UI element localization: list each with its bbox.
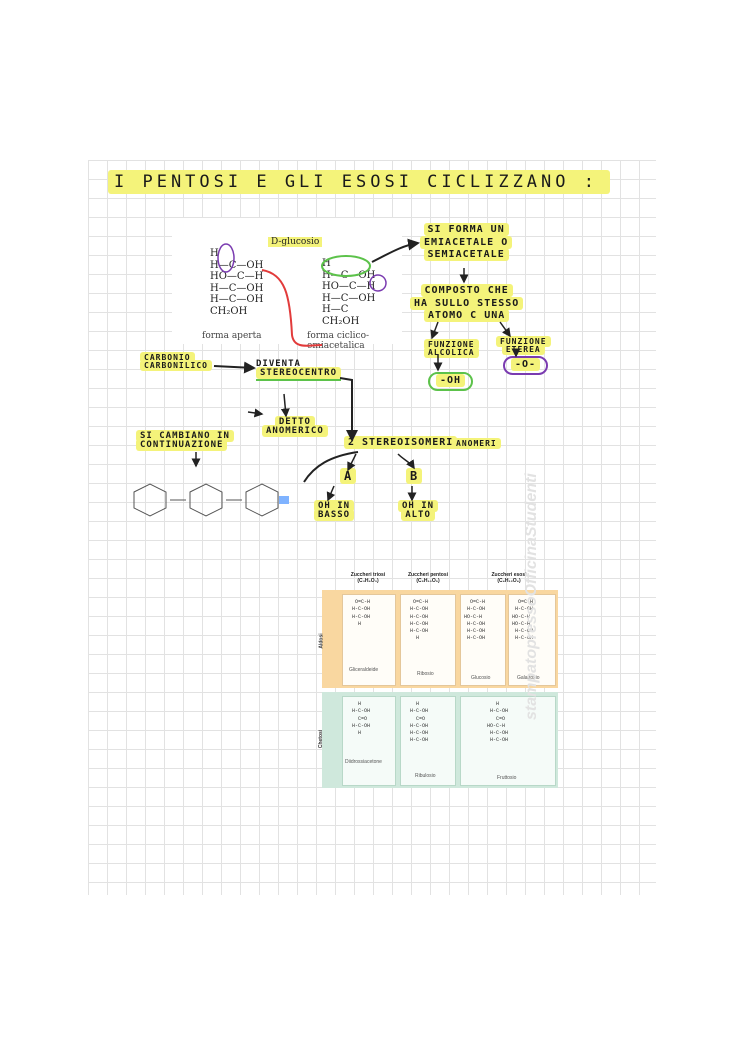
cell-fruttosio: H H-C-OH C=O HO-C-H H-C-OH H-C-OH Frutto… xyxy=(460,696,556,786)
sugar-classification-table: Zuccheri triosi (C₃H₆O₃) Zuccheri pentos… xyxy=(318,572,558,790)
note-diventa-stereocentro: DIVENTA STEREOCENTRO xyxy=(256,359,342,381)
note-composto: COMPOSTO CHE HA SULLO STESSO ATOMO C UNA xyxy=(410,284,524,322)
cell-ribulosio: H H-C-OH C=O H-C-OH H-C-OH H-C-OH Ribulo… xyxy=(400,696,456,786)
glucose-label: D-glucosio xyxy=(268,237,323,248)
header-pentosi: Zuccheri pentosi (C₅H₁₀O₅) xyxy=(407,572,448,584)
oh-group-circled: -OH xyxy=(428,372,474,391)
note-emiacetale: SI FORMA UN EMIACETALE O SEMIACETALE xyxy=(420,223,513,261)
header-triosi: Zuccheri triosi (C₃H₆O₃) xyxy=(350,572,386,584)
open-form-structure: H H—C—OH HO—C—H H—C—OH H—C—OH CH₂OH xyxy=(210,248,264,317)
watermark: stampatopressoOfficinaStudenti xyxy=(523,473,540,720)
note-beta: β xyxy=(406,468,423,484)
cell-ribosio: O=C-H H-C-OH H-C-OH H-C-OH H-C-OH H Ribo… xyxy=(400,594,456,686)
o-group-circled: -O- xyxy=(503,356,549,375)
note-oh-in-alto: OH IN ALTO xyxy=(398,500,439,522)
note-funzione-alcolica: FUNZIONE ALCOLICA xyxy=(424,339,479,359)
cell-diidrossiacetone: H H-C-OH C=O H-C-OH H Diidrossiacetone xyxy=(342,696,396,786)
page-title: I PENTOSI E GLI ESOSI CICLIZZANO : xyxy=(108,170,610,194)
cell-gliceraldeide: O=C-H H-C-OH H-C-OH H Gliceraldeide xyxy=(342,594,396,686)
note-anomeri: ANOMERI xyxy=(452,438,501,449)
row-label-chetosi: Chetosi xyxy=(318,729,325,749)
caption-open-form: forma aperta xyxy=(202,331,262,341)
note-carbonio-carbonilico: CARBONIO CARBONILICO xyxy=(140,352,212,372)
note-funzione-eterea: FUNZIONE ETEREA xyxy=(496,336,551,356)
cell-glucosio: O=C-H H-C-OH HO-C-H H-C-OH H-C-OH H-C-OH… xyxy=(460,594,506,686)
header-esosi: Zuccheri esosi (C₆H₁₂O₆) xyxy=(491,572,527,584)
note-detto-anomerico: DETTO ANOMERICO xyxy=(262,416,328,438)
haworth-rings-figure xyxy=(133,483,289,517)
note-si-cambiano: SI CAMBIANO IN CONTINUAZIONE xyxy=(136,430,234,452)
note-due-stereoisomeri: 2 STEREOISOMERI xyxy=(344,436,458,449)
note-oh-in-basso: OH IN BASSO xyxy=(314,500,355,522)
cell-galattosio: O=C-H H-C-OH HO-C-H HO-C-H H-C-OH H-C-OH… xyxy=(508,594,556,686)
row-label-aldosi: Aldosi xyxy=(318,633,325,649)
note-alpha: α xyxy=(340,468,357,484)
caption-cyclic-form: forma ciclico-emiacetalica xyxy=(307,331,370,351)
